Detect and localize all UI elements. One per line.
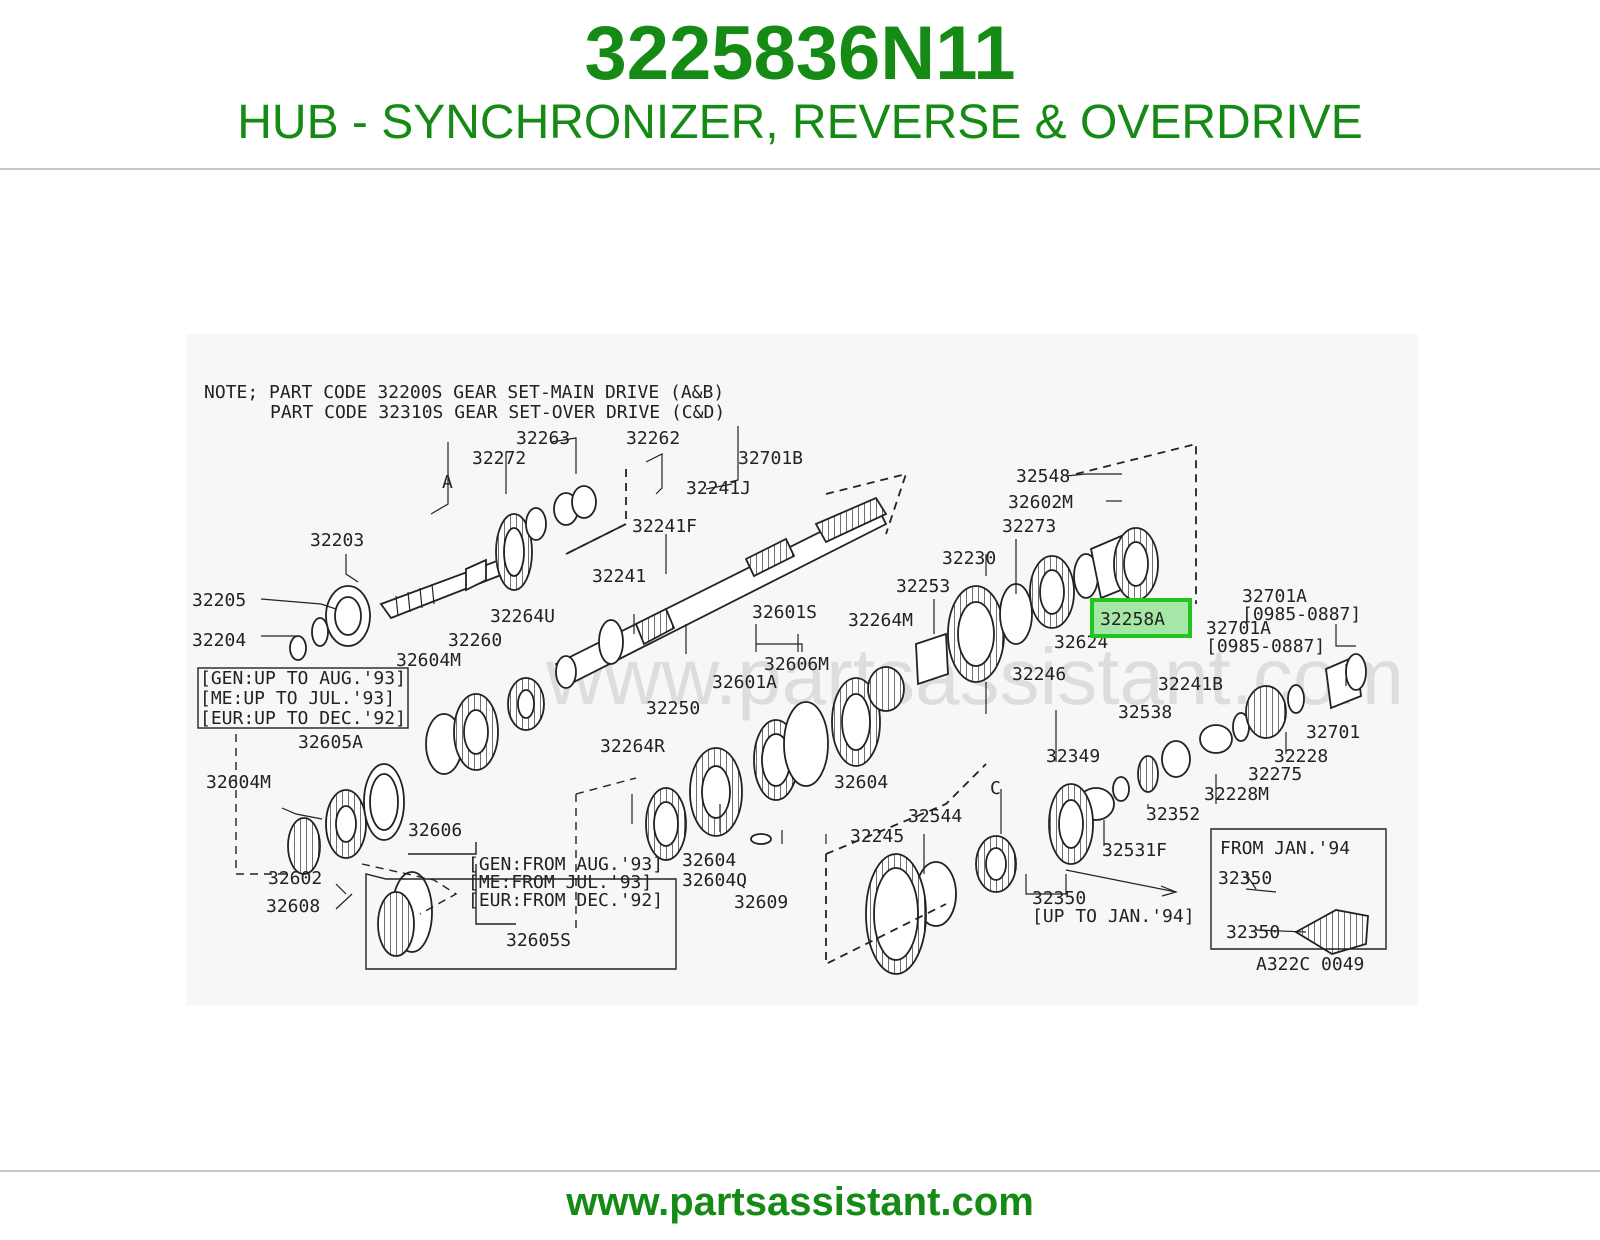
note-gen-from-2: [ME:FROM JUL.'93]	[468, 872, 652, 893]
letter-c: C	[990, 778, 1001, 799]
label-32250: 32250	[646, 698, 700, 719]
main-shaft-illustration	[554, 472, 908, 689]
diagram-note-line1: NOTE; PART CODE 32200S GEAR SET-MAIN DRI…	[204, 382, 724, 403]
label-32605S: 32605S	[506, 930, 571, 951]
label-32602M: 32602M	[1008, 492, 1073, 513]
label-32531F: 32531F	[1102, 840, 1167, 861]
label-32204: 32204	[192, 630, 246, 651]
label-32544: 32544	[908, 806, 962, 827]
label-32701A-top: 32701A	[1242, 586, 1307, 607]
label-32230: 32230	[942, 548, 996, 569]
note-gen-from-3: [EUR:FROM DEC.'92]	[468, 890, 663, 911]
label-32605A: 32605A	[298, 732, 363, 753]
label-32203: 32203	[310, 530, 364, 551]
label-32275: 32275	[1248, 764, 1302, 785]
label-32701: 32701	[1306, 722, 1360, 743]
label-32608: 32608	[266, 896, 320, 917]
label-32604M-lower: 32604M	[206, 772, 271, 793]
label-32604-mid: 32604	[834, 772, 888, 793]
label-32606: 32606	[408, 820, 462, 841]
bearing-32203-illustration	[289, 585, 371, 661]
diagram-svg: www.partsassistant.com NOTE; PART CODE 3…	[192, 382, 1404, 975]
label-32350-center: 32350	[1032, 888, 1086, 909]
part-number-title: 3225836N11	[584, 11, 1016, 96]
letter-a: A	[442, 472, 453, 493]
label-32548: 32548	[1016, 466, 1070, 487]
right-lower-parts-illustration	[825, 653, 1387, 975]
part-name-subtitle: HUB - SYNCHRONIZER, REVERSE & OVERDRIVE	[237, 96, 1363, 149]
exploded-parts-diagram: www.partsassistant.com NOTE; PART CODE 3…	[186, 334, 1418, 1006]
label-32253: 32253	[896, 576, 950, 597]
note-gen-up-to-3: [EUR:UP TO DEC.'92]	[200, 708, 406, 729]
label-32352: 32352	[1146, 804, 1200, 825]
label-32601A: 32601A	[712, 672, 777, 693]
label-32602: 32602	[268, 868, 322, 889]
label-32272: 32272	[472, 448, 526, 469]
label-32350-box-bottom: 32350	[1226, 922, 1280, 943]
main-drive-shaft-illustration	[379, 469, 627, 620]
diagram-note-line2: PART CODE 32310S GEAR SET-OVER DRIVE (C&…	[270, 402, 725, 423]
footer-website-link[interactable]: www.partsassistant.com	[566, 1180, 1034, 1224]
label-32264M: 32264M	[848, 610, 913, 631]
label-32349: 32349	[1046, 746, 1100, 767]
note-from-jan-94: FROM JAN.'94	[1220, 838, 1350, 859]
label-32241J: 32241J	[686, 478, 751, 499]
label-32228M: 32228M	[1204, 784, 1269, 805]
label-32262: 32262	[626, 428, 680, 449]
label-32246: 32246	[1012, 664, 1066, 685]
label-32241F: 32241F	[632, 516, 697, 537]
label-32245: 32245	[850, 826, 904, 847]
label-32609: 32609	[734, 892, 788, 913]
figure-code: A322C 0049	[1256, 954, 1364, 975]
label-32701A-second: 32701A	[1206, 618, 1271, 639]
label-32241B: 32241B	[1158, 674, 1223, 695]
label-32264R: 32264R	[600, 736, 665, 757]
label-32350-box-top: 32350	[1218, 868, 1272, 889]
leader-lines	[260, 426, 1356, 933]
label-32263: 32263	[516, 428, 570, 449]
note-gen-up-to-2: [ME:UP TO JUL.'93]	[200, 688, 395, 709]
variant-note-boxes	[197, 667, 677, 970]
center-gear-cluster-illustration	[645, 666, 905, 861]
note-gen-up-to-1: [GEN:UP TO AUG.'93]	[200, 668, 406, 689]
label-32538: 32538	[1118, 702, 1172, 723]
label-32205: 32205	[192, 590, 246, 611]
note-up-to-jan-94: [UP TO JAN.'94]	[1032, 906, 1195, 927]
label-32228: 32228	[1274, 746, 1328, 767]
date-range-1: [0985-0887]	[1242, 604, 1361, 625]
label-32260: 32260	[448, 630, 502, 651]
label-32604-bottom: 32604	[682, 850, 736, 871]
date-range-2: [0985-0887]	[1206, 636, 1325, 657]
label-32604M-upper: 32604M	[396, 650, 461, 671]
page-header: 3225836N11 HUB - SYNCHRONIZER, REVERSE &…	[0, 0, 1600, 168]
highlighted-part-box[interactable]	[1090, 598, 1192, 638]
header-divider	[0, 168, 1600, 170]
right-upper-gear-cluster-illustration	[915, 442, 1197, 686]
note-gen-from-1: [GEN:FROM AUG.'93]	[468, 854, 663, 875]
left-gear-cluster-illustration	[287, 677, 545, 957]
label-32601S: 32601S	[752, 602, 817, 623]
label-32273: 32273	[1002, 516, 1056, 537]
label-32258A-highlighted[interactable]: 32258A	[1100, 609, 1165, 630]
label-32264U: 32264U	[490, 606, 555, 627]
label-32606M: 32606M	[764, 654, 829, 675]
footer-divider	[0, 1170, 1600, 1172]
label-32604Q: 32604Q	[682, 870, 747, 891]
label-32701B: 32701B	[738, 448, 803, 469]
label-32241: 32241	[592, 566, 646, 587]
